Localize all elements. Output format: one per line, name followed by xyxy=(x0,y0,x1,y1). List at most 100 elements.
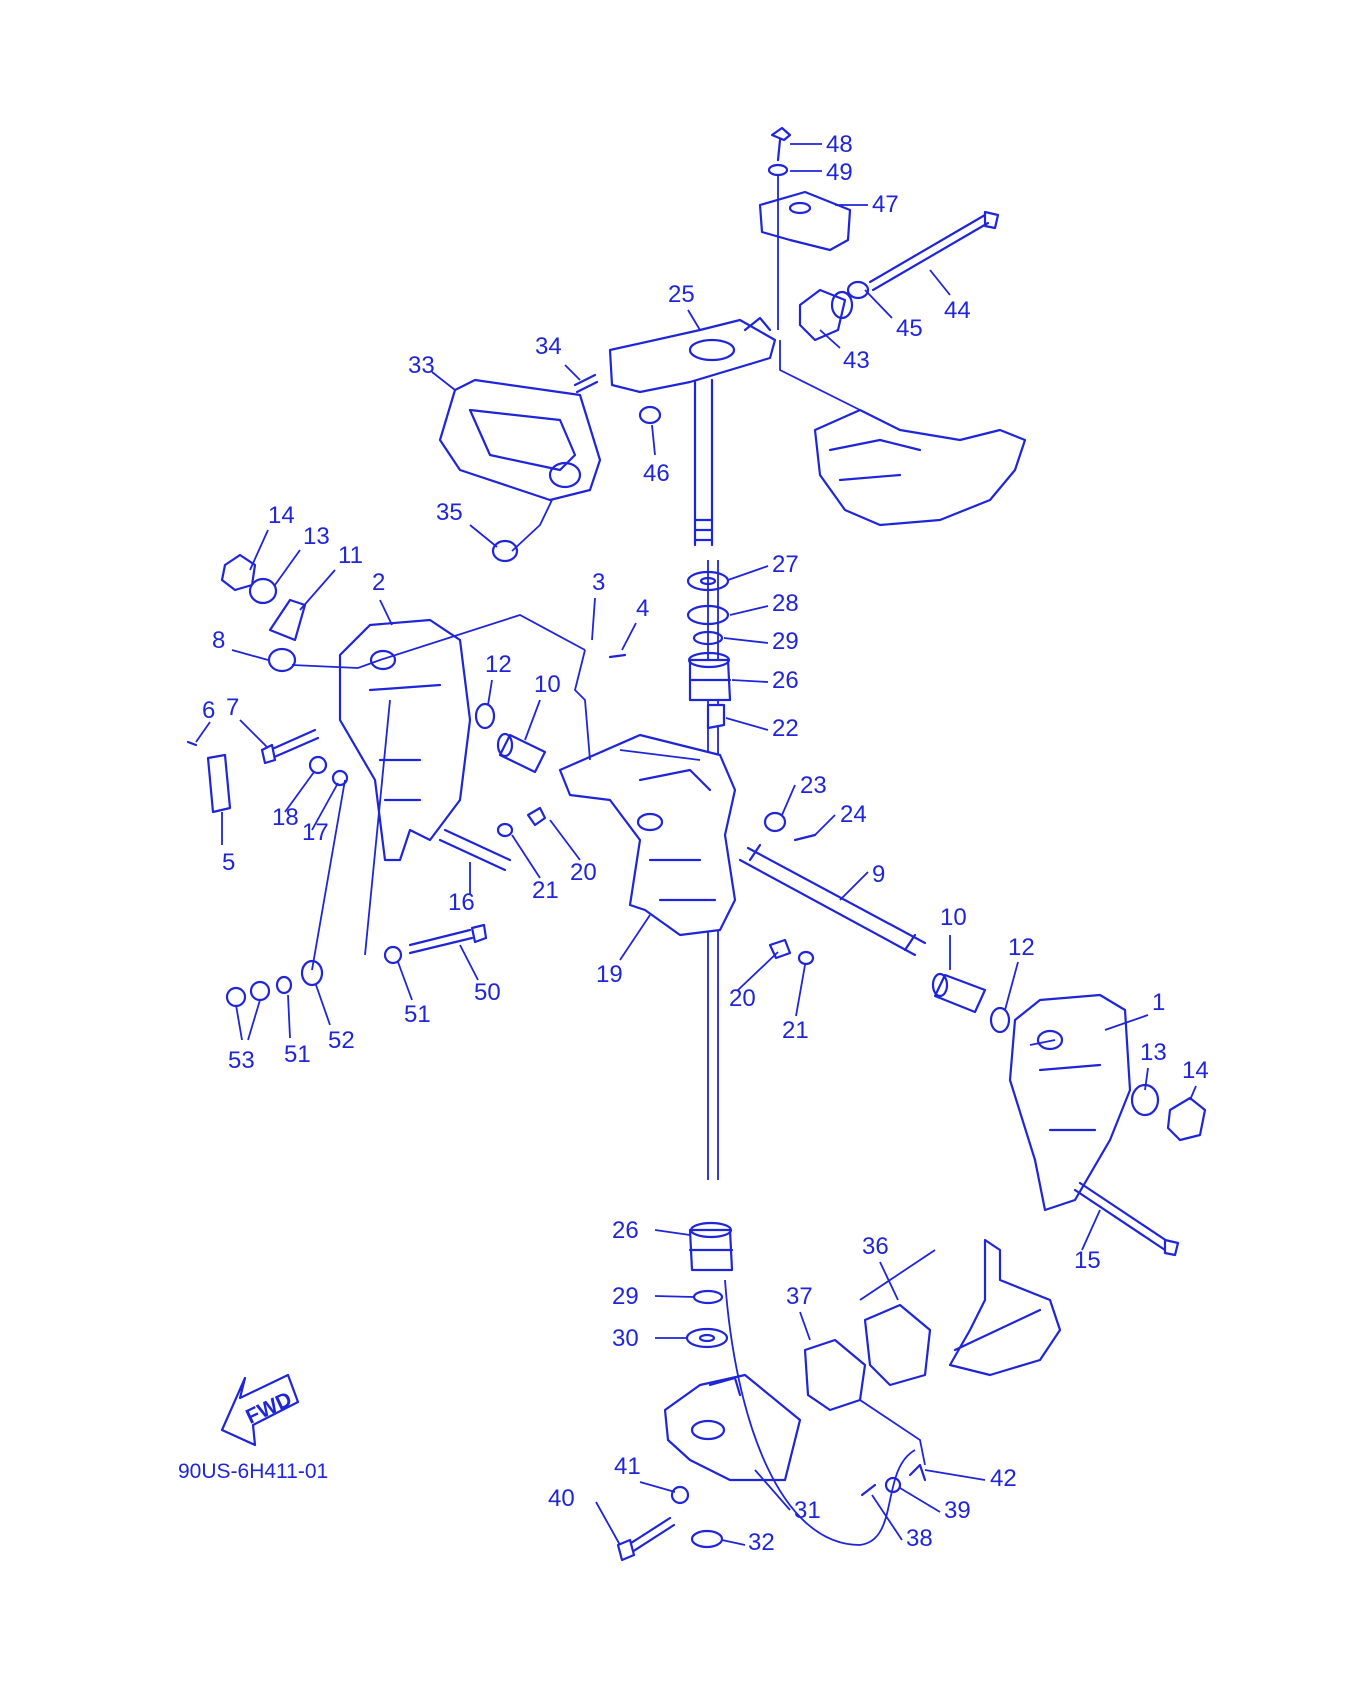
wire-harness-right xyxy=(859,1399,926,1466)
callout-12-left: 12 xyxy=(485,651,512,678)
callout-5: 5 xyxy=(222,849,235,876)
lower-bracket xyxy=(663,1373,802,1482)
callout-11: 11 xyxy=(338,542,363,569)
callout-20-upper: 20 xyxy=(570,859,597,886)
callout-13-right: 13 xyxy=(1140,1039,1167,1066)
callout-14-right: 14 xyxy=(1182,1057,1209,1084)
clamp-bracket-right xyxy=(1008,993,1132,1212)
screw-38 xyxy=(860,1483,877,1497)
callout-32: 32 xyxy=(748,1529,775,1556)
grease-fitting-20-lower xyxy=(768,938,792,960)
bolt-48 xyxy=(767,126,792,177)
callout-10-right: 10 xyxy=(940,904,967,931)
long-bolt-44 xyxy=(846,210,1000,300)
bushing-10-right xyxy=(931,972,987,1014)
callout-49: 49 xyxy=(826,159,853,186)
washer-32 xyxy=(690,1529,724,1549)
callout-1: 1 xyxy=(1152,989,1165,1016)
tilt-tube xyxy=(738,843,927,957)
diagram-code: 90US-6H411-01 xyxy=(178,1460,328,1483)
plug-21-upper xyxy=(496,822,514,838)
swivel-bracket xyxy=(558,733,737,937)
callout-43: 43 xyxy=(843,347,870,374)
washer-28 xyxy=(686,604,730,626)
callout-29-lower: 29 xyxy=(612,1283,639,1310)
cowl-bracket xyxy=(813,408,1027,527)
callout-25: 25 xyxy=(668,281,695,308)
bolt-7 xyxy=(260,728,320,765)
callout-51-left: 51 xyxy=(284,1041,311,1068)
callout-20-lower: 20 xyxy=(729,985,756,1012)
ring-29-lower xyxy=(692,1289,724,1305)
callout-9: 9 xyxy=(872,861,885,888)
bushing-26-upper xyxy=(687,651,732,702)
callout-7: 7 xyxy=(226,694,239,721)
leader-lines xyxy=(291,614,1056,1301)
plate-22 xyxy=(706,703,726,730)
callout-12-right: 12 xyxy=(1008,934,1035,961)
callout-19: 19 xyxy=(596,961,623,988)
callout-leaders xyxy=(195,143,1197,1546)
bolt-50 xyxy=(408,923,488,955)
bolt-15 xyxy=(1073,1181,1180,1257)
nut-35 xyxy=(491,539,519,563)
nuts-53 xyxy=(225,980,271,1008)
callout-8: 8 xyxy=(212,627,225,654)
callout-48: 48 xyxy=(826,131,853,158)
washer-30 xyxy=(685,1327,729,1349)
wire-harness xyxy=(724,1279,916,1546)
washer-23 xyxy=(763,811,787,833)
callout-13-left: 13 xyxy=(303,523,330,550)
callout-24: 24 xyxy=(840,801,867,828)
callout-30: 30 xyxy=(612,1325,639,1352)
bracket-arm xyxy=(438,378,602,502)
callout-2: 2 xyxy=(372,569,385,596)
callout-36: 36 xyxy=(862,1233,889,1260)
callout-41: 41 xyxy=(614,1453,641,1480)
washer-27 xyxy=(686,570,730,592)
washer-51-left xyxy=(275,975,293,995)
rod-16 xyxy=(438,828,512,872)
callout-26-upper: 26 xyxy=(772,667,799,694)
callout-15: 15 xyxy=(1074,1247,1101,1274)
callout-44: 44 xyxy=(944,297,971,324)
ring-29 xyxy=(692,630,724,646)
bolt-4 xyxy=(608,653,627,659)
callout-34: 34 xyxy=(535,333,562,360)
washer-12-right xyxy=(989,1006,1011,1034)
callout-52: 52 xyxy=(328,1027,355,1054)
bolt-40 xyxy=(616,1516,676,1562)
callout-27: 27 xyxy=(772,551,799,578)
callout-45: 45 xyxy=(896,315,923,342)
callout-50: 50 xyxy=(474,979,501,1006)
callout-29-upper: 29 xyxy=(772,628,799,655)
bolt-24 xyxy=(793,833,817,842)
stud-34 xyxy=(573,373,599,394)
callout-28: 28 xyxy=(772,590,799,617)
nut-13-left xyxy=(248,577,278,605)
washer-51-center xyxy=(383,945,403,965)
callout-37: 37 xyxy=(786,1283,813,1310)
callout-22: 22 xyxy=(772,715,799,742)
plate-11 xyxy=(268,598,307,642)
washer-18 xyxy=(308,755,328,775)
mount-rubber xyxy=(798,288,854,342)
callout-4: 4 xyxy=(636,595,649,622)
washer-39 xyxy=(884,1476,902,1494)
callout-51-center: 51 xyxy=(404,1001,431,1028)
pin-6 xyxy=(186,740,198,747)
grease-fitting-20-upper xyxy=(526,806,547,827)
callout-42: 42 xyxy=(990,1465,1017,1492)
callout-18: 18 xyxy=(272,804,299,831)
callout-47: 47 xyxy=(872,191,899,218)
relay-37 xyxy=(803,1338,867,1412)
bushing-26-lower xyxy=(688,1221,734,1272)
washer-17 xyxy=(331,769,349,787)
callout-10-left: 10 xyxy=(534,671,561,698)
grease-line-3 xyxy=(574,649,591,761)
callout-3: 3 xyxy=(592,569,605,596)
washer-12-left xyxy=(474,702,496,730)
callout-21-lower: 21 xyxy=(782,1017,809,1044)
washer-41 xyxy=(670,1485,690,1505)
washer-52 xyxy=(300,959,324,987)
